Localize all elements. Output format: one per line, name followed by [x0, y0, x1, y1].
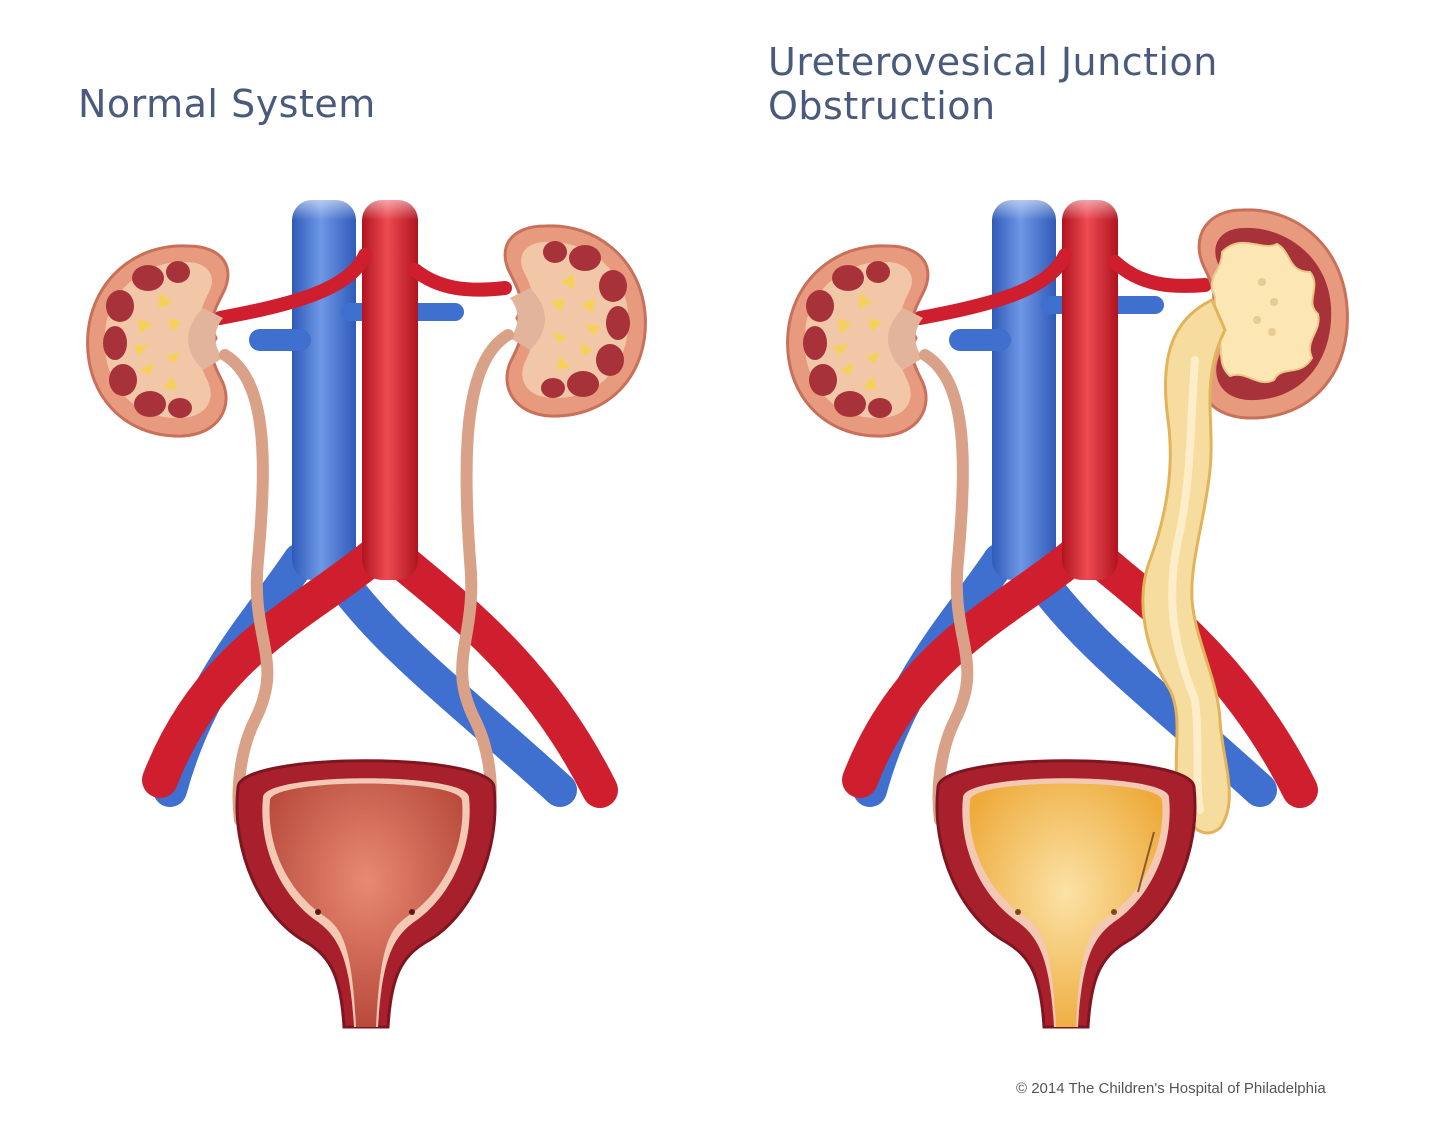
- ureterovesical-junction: [1137, 831, 1155, 893]
- right-kidney: [503, 224, 647, 418]
- right-renal-artery-2: [1108, 255, 1212, 293]
- uvj-obstruction-diagram: [786, 180, 1349, 1029]
- dilated-ureter: [1141, 297, 1231, 835]
- left-ureter: [219, 349, 274, 826]
- normal-system-title: Normal System: [78, 82, 376, 126]
- normal-system-diagram: [86, 180, 647, 1029]
- uvj-title-line1: Ureterovesical Junction: [768, 40, 1218, 84]
- uvj-title-line2: Obstruction: [768, 84, 996, 128]
- bladder-obstructed: [935, 759, 1197, 1029]
- bladder-normal: [235, 759, 497, 1029]
- left-kidney-2: [786, 244, 930, 438]
- left-ureteral-orifice: [315, 909, 321, 915]
- left-ureter-2: [919, 349, 974, 826]
- right-ureter: [456, 329, 514, 821]
- right-ureteral-orifice: [409, 909, 415, 915]
- right-iliac-artery: [382, 542, 618, 808]
- aorta-2: [1062, 200, 1118, 580]
- right-renal-artery: [408, 263, 512, 297]
- aorta: [362, 200, 418, 580]
- uvj-obstruction-title: Ureterovesical Junction Obstruction: [768, 40, 1218, 128]
- hydronephrotic-kidney: [1197, 208, 1349, 420]
- left-renal-artery-2: [913, 248, 1072, 325]
- left-kidney: [86, 244, 230, 438]
- vena-cava-2: [992, 200, 1056, 580]
- vena-cava: [292, 200, 356, 580]
- left-renal-artery: [213, 248, 372, 325]
- copyright-notice: © 2014 The Children's Hospital of Philad…: [1016, 1080, 1326, 1097]
